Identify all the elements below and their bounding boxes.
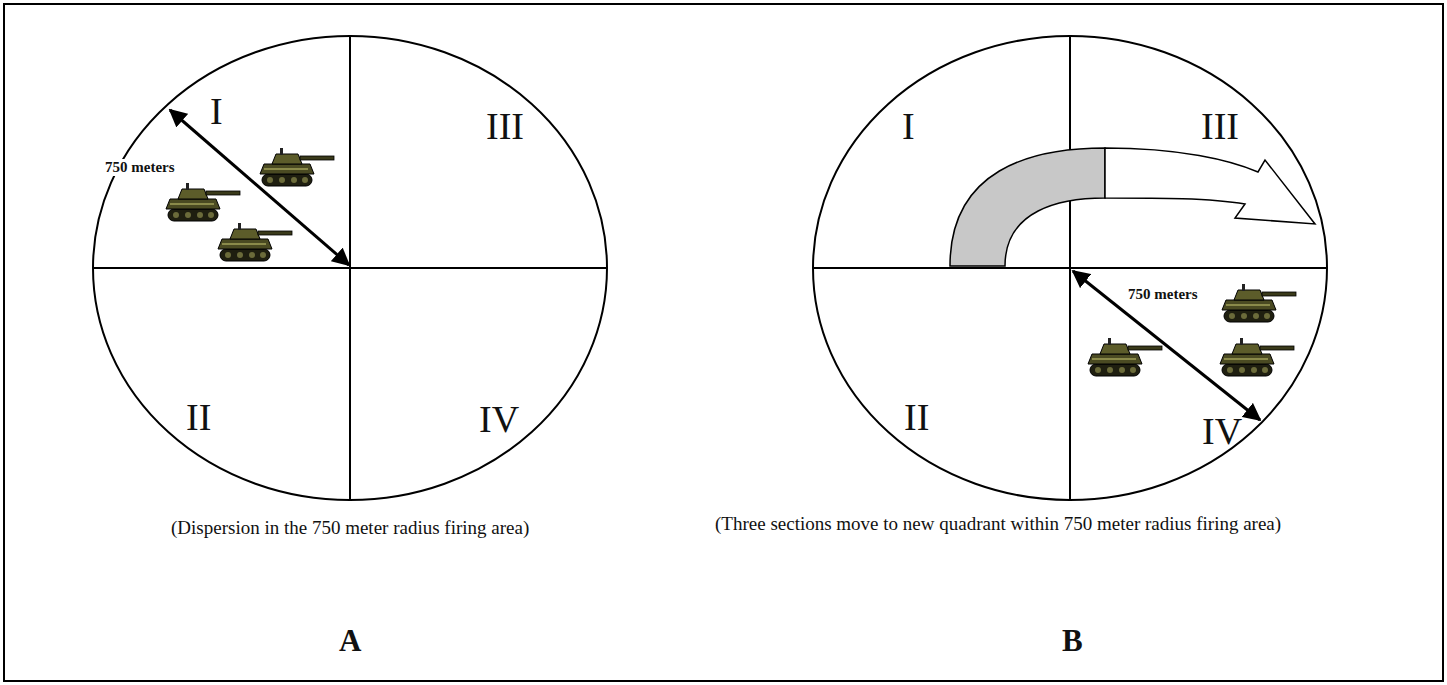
quadrant-numeral: III [486,105,524,149]
quadrant-numeral: I [902,105,915,149]
quadrant-numeral: I [210,90,223,134]
caption-text: (Three sections move to new quadrant wit… [715,510,1395,539]
quadrant-numeral: IV [1202,410,1242,454]
panel-letter: B [1062,623,1083,659]
caption-text: (Dispersion in the 750 meter radius firi… [171,517,529,539]
panel-letter: A [339,623,361,659]
distance-label: 750 meters [103,159,177,176]
quadrant-numeral: IV [479,398,519,442]
quadrant-numeral: II [904,396,929,440]
quadrant-numeral: II [186,396,211,440]
distance-label: 750 meters [1126,286,1200,303]
quadrant-numeral: III [1201,105,1239,149]
